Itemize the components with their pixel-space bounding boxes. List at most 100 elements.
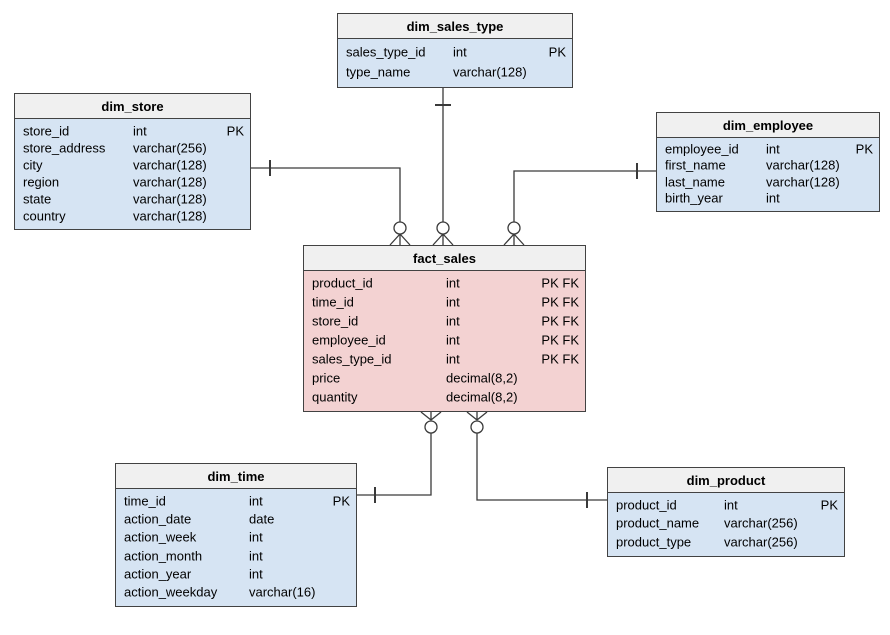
table-row: time_id int PK FK xyxy=(304,293,585,312)
relation-fact-sales-dim-time xyxy=(357,411,442,503)
column-type: varchar(128) xyxy=(453,64,527,80)
column-keys: PK xyxy=(820,497,838,513)
column-type: int xyxy=(446,313,460,329)
entity-dim-store: dim_store store_id int PK store_address … xyxy=(14,93,251,230)
column-keys: PK FK xyxy=(541,294,579,310)
column-name: type_name xyxy=(346,64,411,80)
table-row: product_type varchar(256) xyxy=(608,533,844,551)
column-type: varchar(256) xyxy=(724,515,798,531)
column-name: quantity xyxy=(312,389,358,405)
column-keys: PK FK xyxy=(541,313,579,329)
table-row: sales_type_id int PK FK xyxy=(304,349,585,368)
entity-columns: product_id int PK FK time_id int PK FK s… xyxy=(304,272,585,411)
column-name: sales_type_id xyxy=(346,44,426,60)
column-type: int xyxy=(446,351,460,367)
column-name: action_date xyxy=(124,511,192,527)
column-type: int xyxy=(453,44,467,60)
column-name: store_id xyxy=(312,313,359,329)
column-name: time_id xyxy=(124,493,166,509)
column-type: varchar(16) xyxy=(249,584,316,600)
table-row: action_date date xyxy=(116,510,356,528)
column-type: date xyxy=(249,511,275,527)
column-type: varchar(256) xyxy=(724,534,798,550)
crows-foot-many-icon xyxy=(466,411,488,434)
column-type: int xyxy=(724,497,738,513)
column-name: product_id xyxy=(312,275,373,291)
table-row: type_name varchar(128) xyxy=(338,62,572,82)
table-row: product_name varchar(256) xyxy=(608,514,844,532)
table-row: country varchar(128) xyxy=(15,207,250,224)
entity-dim-sales-type: dim_sales_type sales_type_id int PK type… xyxy=(337,13,573,88)
crows-foot-many-icon xyxy=(432,221,454,246)
column-name: country xyxy=(23,208,66,223)
column-name: state xyxy=(23,191,52,206)
column-keys: PK FK xyxy=(541,351,579,367)
entity-dim-time: dim_time time_id int PK action_date date… xyxy=(115,463,357,607)
column-type: int xyxy=(766,190,780,206)
relation-fact-sales-dim-product xyxy=(466,411,607,508)
column-type: int xyxy=(249,493,263,509)
column-name: store_id xyxy=(23,123,70,138)
column-type: decimal(8,2) xyxy=(446,370,518,386)
table-row: state varchar(128) xyxy=(15,190,250,207)
column-name: first_name xyxy=(665,157,726,173)
column-type: varchar(128) xyxy=(133,157,207,172)
column-name: birth_year xyxy=(665,190,723,206)
column-type: int xyxy=(446,275,460,291)
table-row: product_id int PK xyxy=(608,496,844,514)
column-type: varchar(128) xyxy=(133,174,207,189)
table-row: price decimal(8,2) xyxy=(304,368,585,387)
entity-title: dim_sales_type xyxy=(338,14,572,39)
column-name: time_id xyxy=(312,294,354,310)
table-row: product_id int PK FK xyxy=(304,274,585,293)
table-row: store_id int PK FK xyxy=(304,312,585,331)
column-keys: PK xyxy=(226,123,244,138)
entity-columns: employee_id int PK first_name varchar(12… xyxy=(657,139,879,211)
entity-columns: sales_type_id int PK type_name varchar(1… xyxy=(338,40,572,87)
column-keys: PK xyxy=(855,141,873,157)
column-type: varchar(128) xyxy=(133,208,207,223)
table-row: employee_id int PK FK xyxy=(304,331,585,350)
table-row: sales_type_id int PK xyxy=(338,42,572,62)
column-type: int xyxy=(249,529,263,545)
column-type: varchar(256) xyxy=(133,140,207,155)
entity-title: dim_store xyxy=(15,94,250,119)
crows-foot-many-icon xyxy=(389,221,411,246)
table-row: action_week int xyxy=(116,528,356,546)
column-name: action_week xyxy=(124,529,197,545)
entity-columns: time_id int PK action_date date action_w… xyxy=(116,490,356,606)
column-type: int xyxy=(249,548,263,564)
column-name: sales_type_id xyxy=(312,351,392,367)
entity-dim-employee: dim_employee employee_id int PK first_na… xyxy=(656,112,880,212)
column-name: action_month xyxy=(124,548,203,564)
column-type: int xyxy=(249,566,263,582)
table-row: birth_year int xyxy=(657,190,879,206)
entity-dim-product: dim_product product_id int PK product_na… xyxy=(607,467,845,557)
table-row: store_address varchar(256) xyxy=(15,139,250,156)
relation-dim-store-fact-sales xyxy=(251,160,411,246)
column-type: varchar(128) xyxy=(766,174,840,190)
table-row: action_month int xyxy=(116,546,356,564)
entity-title: dim_employee xyxy=(657,113,879,138)
column-type: int xyxy=(446,294,460,310)
column-name: action_year xyxy=(124,566,192,582)
column-name: product_type xyxy=(616,534,692,550)
column-name: last_name xyxy=(665,174,725,190)
column-name: action_weekday xyxy=(124,584,218,600)
column-type: int xyxy=(133,123,147,138)
crows-foot-many-icon xyxy=(420,411,442,434)
relation-dim-employee-fact-sales xyxy=(503,163,656,246)
table-row: action_year int xyxy=(116,565,356,583)
table-row: time_id int PK xyxy=(116,492,356,510)
column-name: product_id xyxy=(616,497,677,513)
column-name: region xyxy=(23,174,60,189)
column-type: varchar(128) xyxy=(766,157,840,173)
table-row: city varchar(128) xyxy=(15,156,250,173)
entity-title: dim_time xyxy=(116,464,356,489)
table-row: last_name varchar(128) xyxy=(657,174,879,190)
column-keys: PK FK xyxy=(541,332,579,348)
table-row: quantity decimal(8,2) xyxy=(304,387,585,406)
entity-title: dim_product xyxy=(608,468,844,493)
entity-columns: store_id int PK store_address varchar(25… xyxy=(15,120,250,229)
